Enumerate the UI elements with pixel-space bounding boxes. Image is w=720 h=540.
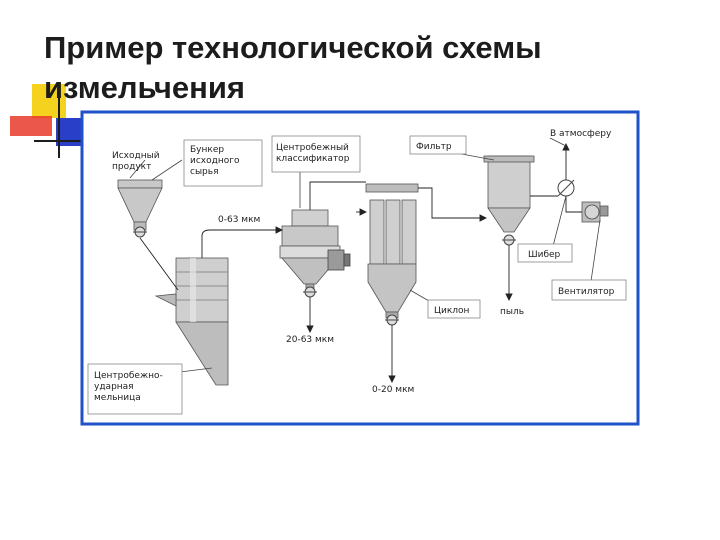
label-size-0-63: 0-63 мкм bbox=[218, 215, 260, 225]
label-to-atmosphere: В атмосферу bbox=[550, 129, 612, 139]
deco-yellow-square bbox=[32, 84, 66, 118]
centrifugal-classifier bbox=[279, 209, 351, 298]
cyclone-label-box bbox=[427, 299, 481, 319]
label-cyclone: Циклон bbox=[434, 306, 470, 316]
label-size-0-20: 0-20 мкм bbox=[372, 385, 414, 395]
deco-horizontal-line bbox=[34, 140, 86, 142]
label-dust: пыль bbox=[500, 307, 524, 317]
mill-label-box bbox=[87, 363, 183, 415]
fan-label-box bbox=[551, 279, 627, 301]
cyclone-unit bbox=[365, 183, 419, 326]
impact-mill bbox=[154, 257, 229, 386]
fan bbox=[581, 201, 609, 223]
deco-vertical-line bbox=[58, 96, 60, 158]
bunker-label-box bbox=[183, 139, 263, 187]
classifier-label-box bbox=[271, 135, 361, 173]
filter-label-box bbox=[409, 135, 467, 155]
slide-title: Пример технологической схемы измельчения bbox=[44, 30, 542, 105]
deco-red-square bbox=[10, 116, 52, 136]
shiber-label-box bbox=[517, 243, 573, 263]
feed-hopper bbox=[117, 179, 163, 238]
flow-lines bbox=[139, 142, 582, 384]
label-size-20-63: 20-63 мкм bbox=[286, 335, 334, 345]
label-filter: Фильтр bbox=[416, 142, 452, 152]
label-fan: Вентилятор bbox=[558, 287, 615, 297]
bag-filter bbox=[483, 155, 535, 246]
label-shiber: Шибер bbox=[528, 250, 561, 260]
damper bbox=[557, 179, 575, 197]
